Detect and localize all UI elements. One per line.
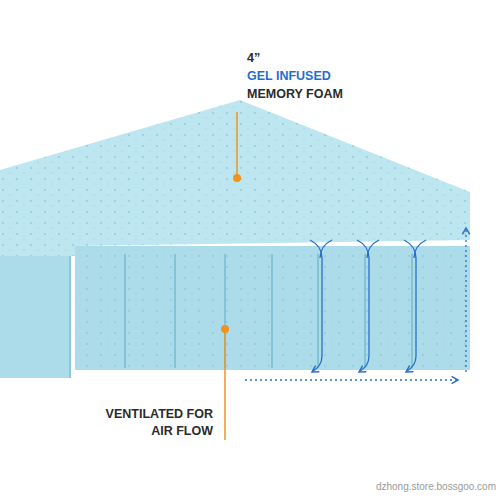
airflow-arrows [245, 228, 466, 380]
material-label: MEMORY FOAM [247, 86, 343, 103]
feature-label: VENTILATED FOR AIR FLOW [93, 406, 213, 440]
cut-face [0, 256, 70, 378]
cut-edge [69, 256, 71, 378]
thickness-label: 4” [247, 50, 260, 67]
front-texture [75, 246, 470, 370]
foam-texture [0, 100, 470, 256]
watermark: dzhong.store.bossgoo.com [376, 478, 496, 495]
top-face [0, 100, 470, 256]
material-label: GEL INFUSED [247, 68, 331, 85]
leader-lines [221, 112, 241, 440]
front-face [75, 246, 470, 370]
